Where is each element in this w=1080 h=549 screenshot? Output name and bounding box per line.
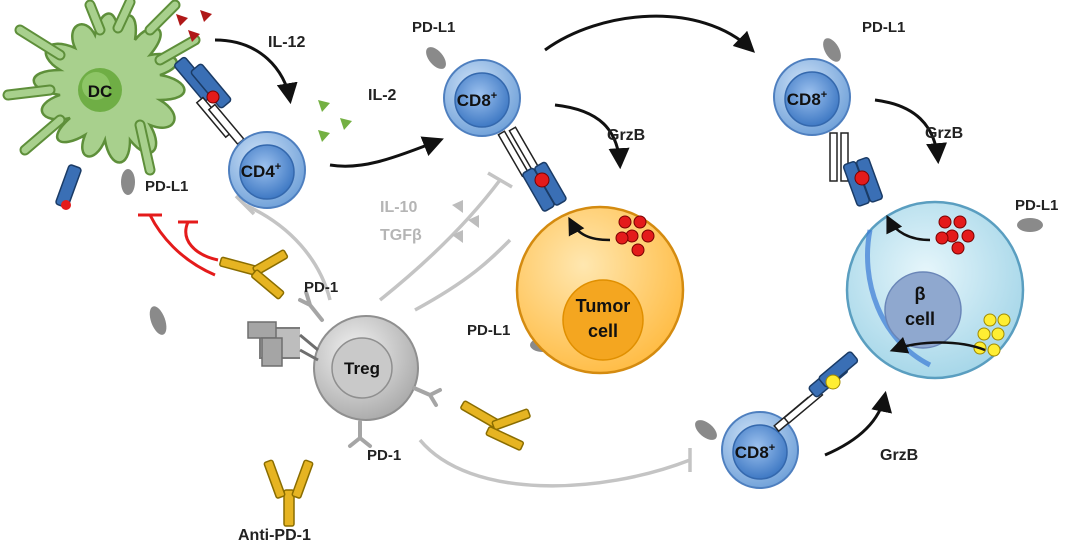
tumor-cell (515, 205, 685, 375)
cd8-bottom-pdl1-marker (695, 420, 717, 440)
beta-red-granule-arrow (886, 214, 931, 242)
tumor-label-1: Tumor (576, 296, 631, 316)
cd4-label: CD4+ (241, 161, 281, 181)
il10-tgfb-cytokines (452, 200, 479, 243)
grzb-arrow-bottom (824, 390, 892, 457)
grzb-label-beta: GrzB (925, 125, 963, 142)
tumor-granule-arrow (568, 216, 611, 242)
beta-yellow-granules (973, 313, 1011, 357)
anti-pd1-label: Anti-PD-1 (238, 527, 311, 544)
beta-yellow-granule-arrow (889, 336, 986, 354)
beta-pdl1-marker (1017, 218, 1043, 232)
treg-to-bottom-cd8-inhibition (418, 438, 691, 488)
dc-mhc-receptor (174, 56, 232, 109)
pdl1-label-cd8-right: PD-L1 (862, 19, 905, 36)
pdl1-label-cd8-top: PD-L1 (412, 19, 455, 36)
beta-label-1: β (915, 284, 926, 304)
grzb-label-tumor: GrzB (607, 127, 645, 144)
cd8-top-tcr (497, 126, 567, 212)
cd4-to-cd8-arrow (329, 136, 444, 168)
red-inhibit-1 (148, 214, 216, 277)
dendritic-cell (2, 0, 201, 176)
cd8-bottom-tcr (773, 351, 859, 433)
cd4-cell (121, 131, 306, 335)
grzb-label-bottom: GrzB (880, 447, 918, 464)
il12-arrow (214, 38, 298, 105)
cd8-right-pdl1-marker (823, 38, 841, 62)
cd8-right-tcr (829, 132, 884, 207)
antibody-2 (460, 400, 531, 451)
grzb-arrow-tumor (554, 103, 630, 170)
treg-cd4-bar (234, 194, 256, 216)
pd1-label-bottom: PD-1 (367, 447, 401, 464)
il10-label: IL-10 (380, 199, 417, 216)
tumor-label-2: cell (588, 321, 618, 341)
il12-cytokines (176, 10, 212, 42)
tgfb-label: TGFβ (380, 227, 422, 244)
cd8-top-pdl1-marker (426, 47, 446, 69)
treg-label: Treg (344, 359, 380, 378)
antibody-3 (263, 459, 314, 527)
treg-cd8-bar (487, 171, 513, 189)
tumor-granules (615, 215, 655, 257)
treg-cell (247, 315, 419, 421)
dc-lower-receptor (55, 164, 82, 210)
grzb-arrow-beta (874, 98, 948, 165)
cd8-cell-top (426, 47, 521, 137)
treg-to-cd4-inhibition (244, 203, 332, 301)
pdl1-label-dc: PD-L1 (145, 178, 188, 195)
beta-red-granules (935, 215, 975, 255)
beta-nucleus (884, 271, 962, 349)
cd4-pdl1-marker (121, 169, 135, 195)
il2-cytokines (318, 100, 352, 142)
cd8-bottom-label: CD8+ (735, 442, 775, 462)
cd8-cell-right (773, 38, 851, 136)
antibody-1 (219, 249, 289, 300)
pd1-label-top: PD-1 (304, 279, 338, 296)
il12-label: IL-12 (268, 34, 305, 51)
red-inhibit-2 (184, 221, 219, 262)
il2-label: IL-2 (368, 87, 397, 104)
pdl1-block-lines (138, 213, 219, 277)
dc-label: DC (88, 82, 113, 101)
treg-to-cd8-inhibition (378, 178, 502, 302)
cd8-expansion-arrow (544, 14, 756, 53)
beta-label-2: cell (905, 309, 935, 329)
treg-to-tumor-line (414, 238, 512, 312)
treg-inhibition-lines (234, 171, 692, 488)
cd8-right-label: CD8+ (787, 89, 827, 109)
pdl1-label-beta: PD-L1 (1015, 197, 1058, 214)
pdl1-label-tumor: PD-L1 (467, 322, 510, 339)
tumor-nucleus (562, 279, 644, 361)
cd8-top-label: CD8+ (457, 90, 497, 110)
treg-pd1-receptors (298, 290, 442, 448)
